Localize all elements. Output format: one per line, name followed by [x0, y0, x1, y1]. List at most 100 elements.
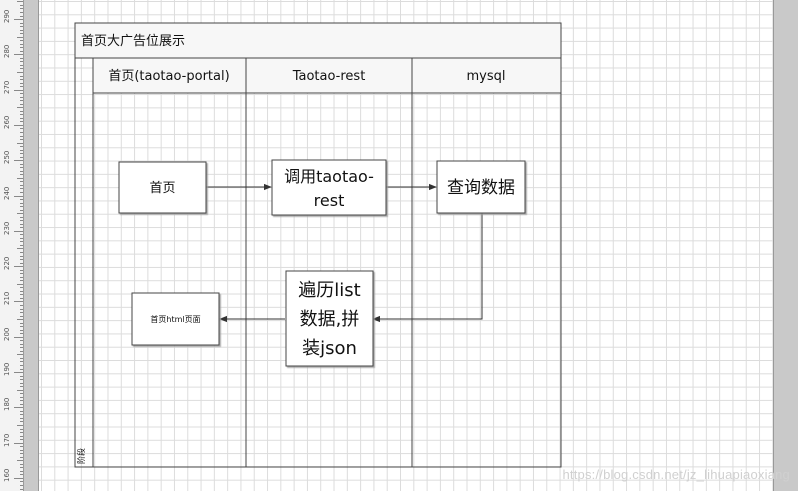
ruler-tick — [20, 68, 23, 70]
ruler-label: 280 — [3, 44, 11, 59]
process-query-data[interactable]: 查询数据 — [436, 160, 526, 214]
ruler-tick — [17, 354, 23, 356]
ruler-tick — [17, 248, 23, 250]
ruler-tick — [20, 43, 23, 45]
ruler-tick — [20, 244, 23, 246]
ruler-label: 220 — [3, 256, 11, 271]
ruler-tick — [17, 283, 23, 285]
ruler-tick — [20, 467, 23, 469]
ruler-tick — [14, 124, 23, 126]
ruler-tick — [20, 269, 23, 271]
ruler-tick — [17, 1, 23, 3]
ruler-tick — [20, 280, 23, 282]
ruler-tick — [20, 61, 23, 63]
ruler-tick — [20, 47, 23, 49]
ruler-tick — [20, 308, 23, 310]
ruler-tick — [20, 262, 23, 264]
ruler-label: 180 — [3, 397, 11, 412]
ruler-tick — [20, 463, 23, 465]
ruler-tick — [20, 170, 23, 172]
ruler-tick — [20, 432, 23, 433]
ruler-tick — [20, 209, 23, 211]
process-call-rest-line2: rest — [314, 191, 345, 210]
ruler-tick — [20, 297, 23, 299]
ruler-tick — [20, 192, 23, 193]
ruler-tick — [20, 241, 23, 243]
ruler-tick — [20, 259, 23, 260]
ruler-tick — [20, 11, 23, 13]
ruler-tick — [20, 15, 23, 17]
ruler-tick — [20, 287, 23, 289]
process-iterate-line3: 装json — [302, 338, 357, 359]
process-call-rest[interactable]: 调用taotao- rest — [271, 159, 387, 216]
ruler-tick — [20, 343, 23, 345]
ruler-tick — [20, 93, 23, 95]
ruler-label: 200 — [3, 327, 11, 341]
ruler-tick — [20, 82, 23, 84]
ruler-tick — [14, 372, 23, 373]
ruler-tick — [20, 414, 23, 416]
ruler-tick — [20, 79, 23, 80]
ruler-tick — [20, 312, 23, 313]
ruler-tick — [20, 202, 23, 204]
ruler-tick — [20, 114, 23, 116]
ruler-label: 240 — [3, 186, 11, 200]
ruler-tick — [17, 319, 23, 320]
diagram-title[interactable]: 首页大广告位展示 — [81, 34, 185, 49]
ruler-tick — [17, 142, 23, 144]
ruler-tick — [20, 294, 23, 296]
ruler-tick — [20, 322, 23, 324]
ruler-tick — [20, 400, 23, 402]
ruler-tick — [17, 36, 23, 38]
process-iterate-line2: 数据,拼 — [300, 309, 360, 330]
ruler-tick — [20, 75, 23, 77]
ruler-tick — [20, 340, 23, 342]
ruler-tick — [17, 107, 23, 109]
connector-mysql-to-iterate[interactable] — [372, 213, 483, 323]
ruler-tick — [20, 206, 23, 208]
lane-header-rest[interactable]: Taotao-rest — [292, 69, 366, 84]
ruler-tick — [20, 386, 23, 388]
process-iterate-list[interactable]: 遍历list 数据,拼 装json — [285, 270, 374, 367]
ruler-tick — [20, 255, 23, 257]
ruler-tick — [20, 382, 23, 384]
ruler-tick — [20, 121, 23, 123]
ruler-label: 250 — [3, 150, 11, 165]
ruler-label: 290 — [3, 9, 11, 23]
ruler-tick — [20, 181, 23, 183]
ruler-tick — [20, 132, 23, 133]
ruler-tick — [17, 460, 23, 462]
ruler-tick — [14, 230, 23, 232]
ruler-tick — [20, 149, 23, 151]
ruler-label: 190 — [3, 362, 11, 376]
ruler-tick — [20, 368, 23, 370]
lane-header-portal[interactable]: 首页(taotao-portal) — [108, 69, 229, 84]
lane-header-mysql[interactable]: mysql — [467, 69, 506, 84]
ruler-tick — [20, 393, 23, 395]
ruler-tick — [20, 96, 23, 98]
ruler-tick — [20, 188, 23, 190]
ruler-tick — [17, 213, 23, 215]
ruler-tick — [20, 276, 23, 278]
process-html-page[interactable]: 首页html页面 — [131, 292, 220, 346]
ruler-tick — [20, 163, 23, 165]
ruler-tick — [20, 4, 23, 6]
ruler-label: 170 — [3, 433, 11, 447]
ruler-tick — [20, 100, 23, 102]
ruler-label: 260 — [3, 115, 11, 129]
ruler-tick — [20, 435, 23, 437]
process-iterate-line1: 遍历list — [298, 280, 360, 301]
ruler-tick — [20, 333, 23, 335]
ruler-tick — [14, 195, 23, 197]
ruler-tick — [17, 72, 23, 73]
ruler-tick — [20, 26, 23, 28]
ruler-tick — [20, 167, 23, 169]
process-homepage[interactable]: 首页 — [118, 161, 207, 214]
ruler-tick — [20, 199, 23, 200]
ruler-tick — [20, 64, 23, 66]
ruler-tick — [17, 424, 23, 426]
ruler-tick — [20, 396, 23, 398]
ruler-tick — [20, 481, 23, 483]
ruler-tick — [20, 117, 23, 119]
ruler-tick — [20, 410, 23, 412]
